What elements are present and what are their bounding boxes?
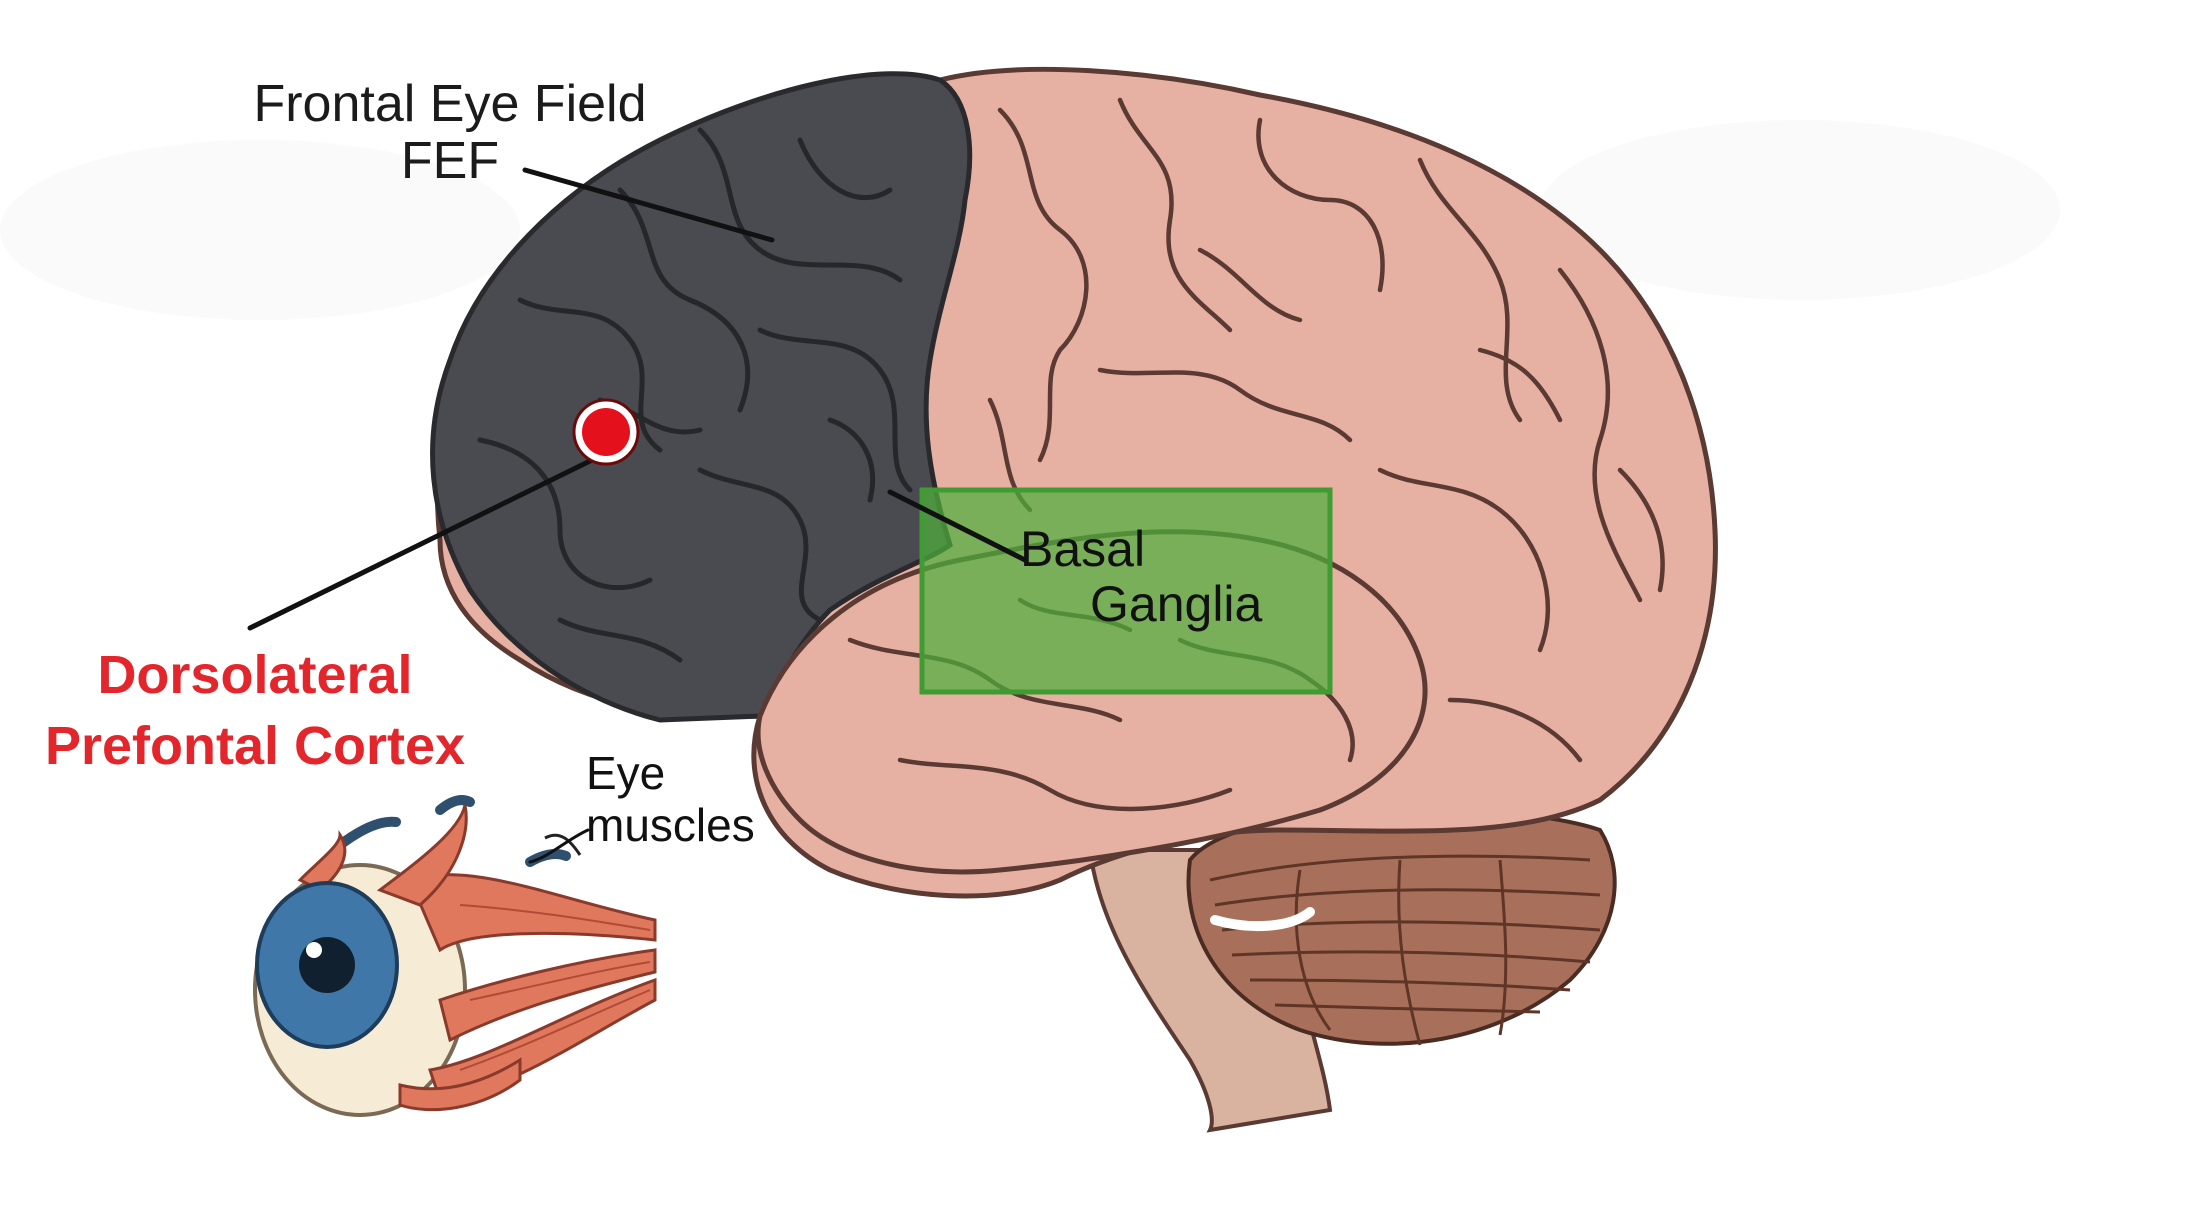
- basal-ganglia-label-line1: Basal: [1020, 521, 1146, 577]
- basal-ganglia-label: Basal Ganglia: [1020, 522, 1350, 632]
- dlpfc-label-line1: Dorsolateral: [97, 645, 413, 705]
- fef-leader-line: [522, 167, 775, 243]
- basal-ganglia-leader-line: [887, 489, 1028, 563]
- basal-ganglia-highlight: [919, 487, 1333, 695]
- eyeball-icon: [253, 795, 657, 1117]
- frontal-lobe: [430, 71, 973, 723]
- fef-label-line2: FEF: [400, 132, 500, 191]
- cerebellum: [1186, 808, 1617, 1046]
- dlpfc-label-line2: Prefontal Cortex: [44, 716, 466, 777]
- dlpfc-label: Dorsolateral Prefontal Cortex: [0, 640, 510, 783]
- background-haze: [0, 120, 2060, 320]
- red-dot-icon: [572, 398, 640, 466]
- eye-muscles-leader-line: [528, 828, 590, 864]
- basal-ganglia-label-line2: Ganglia: [1090, 576, 1263, 632]
- eye-muscles-label-line1: Eye: [586, 747, 666, 799]
- eye-muscles-label-line2: muscles: [586, 798, 755, 851]
- leader-lines: [247, 167, 1028, 864]
- dlpfc-leader-line: [247, 457, 595, 631]
- eye-muscles-label: Eye muscles: [586, 747, 755, 851]
- fef-label-line1: Frontal Eye Field: [253, 75, 647, 133]
- fef-label: Frontal Eye Field FEF: [200, 75, 700, 191]
